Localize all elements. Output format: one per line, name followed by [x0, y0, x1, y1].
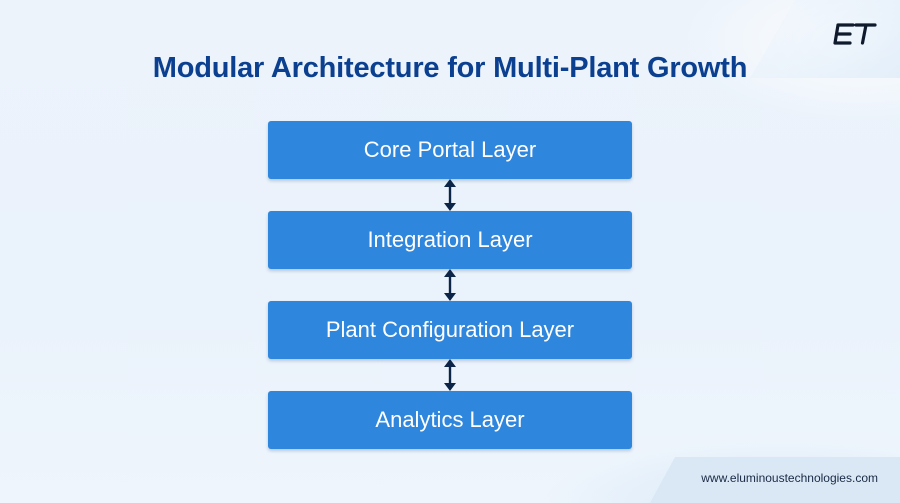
layer-label: Integration Layer [367, 227, 533, 252]
page-title: Modular Architecture for Multi-Plant Gro… [152, 52, 748, 84]
et-logo-icon [833, 23, 877, 45]
double-headed-arrow-icon [444, 269, 456, 301]
layer-integration: Integration Layer [268, 211, 632, 269]
layer-plant-configuration: Plant Configuration Layer [268, 301, 632, 359]
double-headed-arrow-icon [444, 179, 456, 211]
decorative-corner-bottom [650, 457, 900, 503]
website-url: www.eluminoustechnologies.com [701, 471, 878, 485]
layer-analytics: Analytics Layer [268, 391, 632, 449]
layer-label: Core Portal Layer [363, 137, 537, 162]
double-headed-arrow-icon [444, 359, 456, 391]
layer-core-portal: Core Portal Layer [268, 121, 632, 179]
layer-label: Analytics Layer [375, 407, 525, 432]
layer-label: Plant Configuration Layer [325, 317, 575, 342]
